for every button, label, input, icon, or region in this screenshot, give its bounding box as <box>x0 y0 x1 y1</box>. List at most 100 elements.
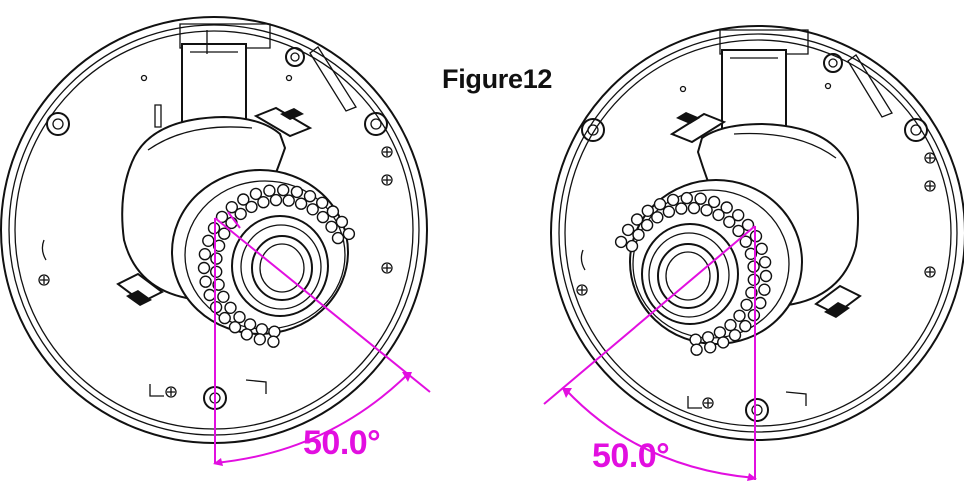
right-mount-bosses <box>581 53 928 422</box>
ir-led <box>263 184 276 197</box>
ir-led <box>744 247 758 261</box>
ir-led <box>759 269 773 283</box>
ir-led <box>689 333 702 346</box>
left-slots <box>41 46 357 397</box>
ir-led <box>687 201 701 215</box>
ir-led <box>621 223 635 237</box>
right-base-ring <box>564 39 952 427</box>
ir-led <box>675 202 688 215</box>
right-angle-arc <box>565 389 756 479</box>
ir-led <box>640 218 654 232</box>
ir-led <box>342 227 356 241</box>
ir-led <box>335 215 349 229</box>
ir-led <box>747 260 760 273</box>
ir-led <box>316 196 329 210</box>
right-dome-camera <box>543 25 964 481</box>
ir-led <box>755 242 768 256</box>
ir-led <box>294 197 308 210</box>
ir-led <box>728 329 742 342</box>
right-lens <box>641 223 739 325</box>
ir-led <box>234 207 247 221</box>
ir-led <box>237 193 250 206</box>
ir-led <box>747 273 760 286</box>
left-angle-arc <box>214 373 409 464</box>
ir-led <box>614 235 628 249</box>
left-dome-camera <box>0 16 431 466</box>
ir-led <box>249 187 263 201</box>
ir-led <box>269 193 283 207</box>
ir-led <box>218 311 231 325</box>
ir-led <box>212 239 226 253</box>
ir-led <box>303 189 317 203</box>
ir-led <box>225 200 239 214</box>
ir-led <box>326 205 340 218</box>
ir-led <box>741 218 755 232</box>
ir-led <box>217 227 231 240</box>
ir-led <box>197 261 211 275</box>
ir-led <box>331 231 345 245</box>
ir-led <box>653 197 667 211</box>
left-lens <box>231 215 329 317</box>
ir-led <box>662 205 676 218</box>
left-angle-label: 50.0° <box>303 424 381 462</box>
ir-led <box>724 318 737 332</box>
ir-led <box>651 211 664 224</box>
ir-led <box>209 265 223 278</box>
ir-led <box>257 195 270 209</box>
left-angle-annotation <box>213 211 431 466</box>
ir-led <box>690 343 703 356</box>
ir-led <box>209 301 223 314</box>
ir-led <box>306 203 319 216</box>
ir-led <box>224 301 237 314</box>
ir-led <box>717 336 730 349</box>
ir-led <box>707 195 721 209</box>
right-angle-label: 50.0° <box>592 437 670 475</box>
right-angle-annotation <box>543 225 757 481</box>
ir-led <box>228 321 242 334</box>
ir-led <box>723 215 736 229</box>
ir-led <box>253 333 266 346</box>
ir-led <box>210 252 223 265</box>
ir-led <box>217 290 230 303</box>
ir-led <box>290 185 304 199</box>
ir-led <box>199 275 212 288</box>
ir-led <box>712 208 725 222</box>
left-screws <box>38 74 393 398</box>
ir-led <box>268 325 281 338</box>
ir-led <box>704 341 717 354</box>
ir-led <box>700 203 713 217</box>
ir-led <box>754 296 767 310</box>
right-tilt-axis-line <box>543 225 756 405</box>
ir-led <box>694 192 707 205</box>
ir-led <box>267 335 280 348</box>
ir-led <box>641 204 654 218</box>
ir-led <box>316 210 330 224</box>
ir-led <box>720 201 733 214</box>
ir-led <box>203 288 216 302</box>
ir-led <box>625 239 639 253</box>
ir-led <box>255 323 269 336</box>
ir-led <box>277 183 290 197</box>
ir-led <box>733 309 746 322</box>
ir-led <box>245 200 258 214</box>
figure-title: Figure12 <box>442 64 553 94</box>
ir-led <box>740 298 753 311</box>
ir-led <box>758 256 772 269</box>
ir-led <box>282 194 295 207</box>
ir-led <box>732 208 745 222</box>
left-tilt-axis-line <box>214 217 431 393</box>
ir-led <box>233 310 246 324</box>
ir-led <box>630 213 644 226</box>
ir-led <box>747 309 761 322</box>
right-inner-ring <box>558 33 958 433</box>
ir-led <box>680 191 693 205</box>
ir-led <box>758 283 771 296</box>
ir-led <box>202 234 215 248</box>
ir-led <box>732 224 745 238</box>
ir-led <box>632 228 645 242</box>
ir-led <box>701 331 715 344</box>
ir-led <box>739 235 752 248</box>
right-screws <box>576 82 936 409</box>
